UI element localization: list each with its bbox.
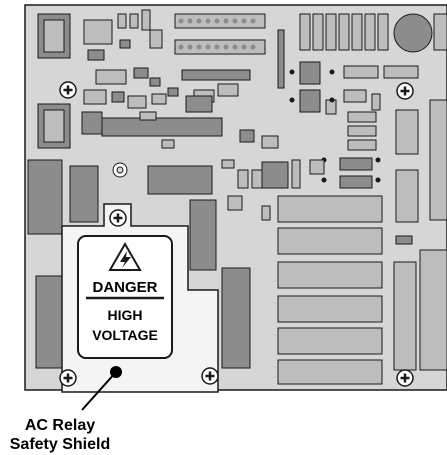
mounting-screws (59, 81, 414, 387)
high-text: HIGH (108, 307, 143, 323)
screw-bottom-right (396, 369, 414, 387)
middle-components (27, 129, 373, 235)
screw-shield-top (109, 209, 127, 227)
callout-pointer-dot (110, 366, 122, 378)
high-voltage-triangle-icon (108, 241, 142, 271)
screw-top-left (59, 81, 77, 99)
top-right-components (277, 13, 447, 245)
lower-right-components (35, 195, 447, 385)
safety-shield: DANGER HIGH VOLTAGE (59, 203, 219, 393)
callout: AC Relay Safety Shield (10, 366, 122, 453)
top-left-components (37, 9, 223, 149)
screw-top-right (396, 82, 414, 100)
screw-shield-bottom-right (201, 367, 219, 385)
callout-leader-line (81, 371, 117, 411)
top-headers (174, 13, 266, 113)
voltage-text: VOLTAGE (92, 327, 158, 343)
danger-warning-label: DANGER HIGH VOLTAGE (77, 235, 173, 359)
screw-shield-bottom-left (59, 369, 77, 387)
callout-label-line2: Safety Shield (10, 436, 110, 453)
danger-text: DANGER (92, 279, 157, 296)
callout-label-line1: AC Relay (25, 417, 95, 434)
